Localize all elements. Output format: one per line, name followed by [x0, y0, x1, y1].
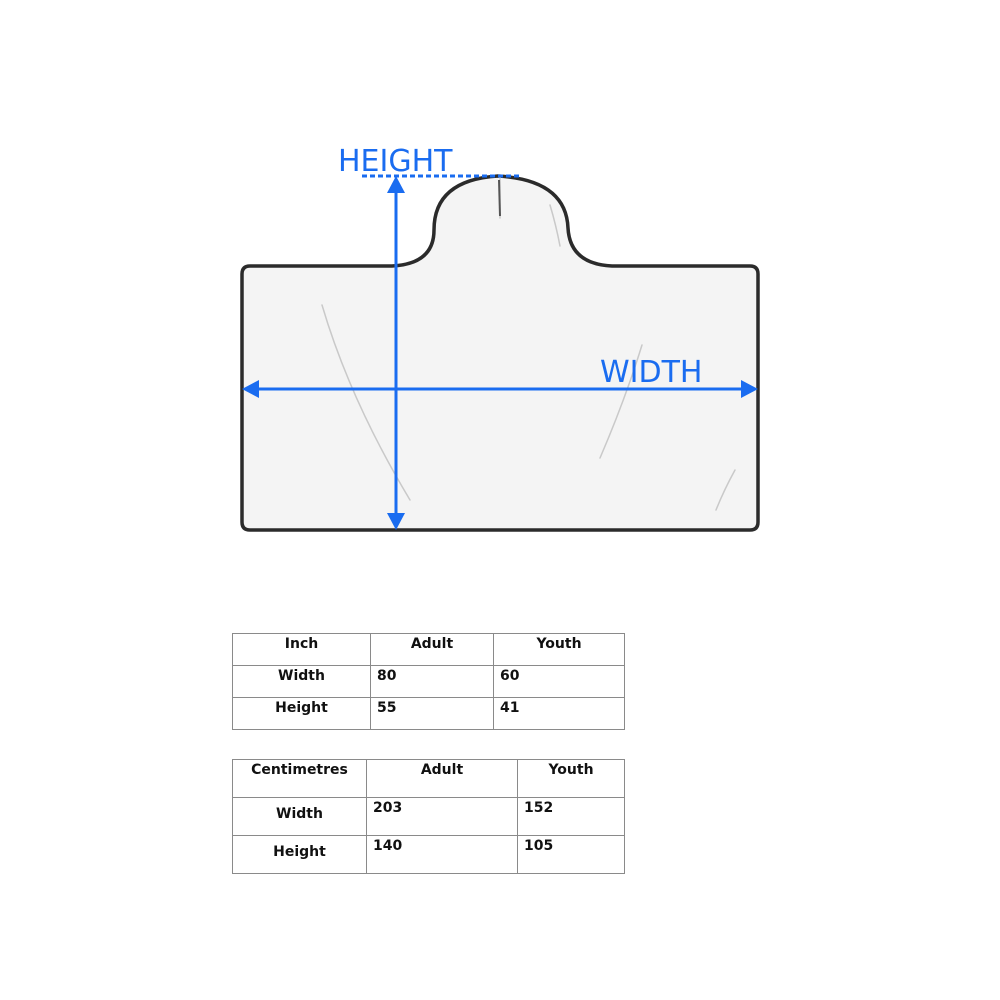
youth-value: 60	[493, 665, 625, 698]
unit-header: Inch	[232, 633, 371, 666]
adult-value: 203	[366, 797, 518, 836]
youth-value: 105	[517, 835, 625, 874]
unit-header: Centimetres	[232, 759, 367, 798]
adult-value: 140	[366, 835, 518, 874]
hood-seam	[498, 179, 501, 217]
adult-header: Adult	[366, 759, 518, 798]
height-arrow	[387, 176, 405, 530]
row-label: Height	[232, 697, 371, 730]
table-row: Height 55 41	[232, 697, 625, 730]
adult-value: 55	[370, 697, 494, 730]
cm-size-table: Centimetres Adult Youth Width 203 152 He…	[232, 759, 625, 874]
youth-value: 152	[517, 797, 625, 836]
width-label: WIDTH	[600, 355, 703, 390]
row-label: Height	[232, 835, 367, 874]
youth-value: 41	[493, 697, 625, 730]
height-label: HEIGHT	[338, 144, 453, 179]
blanket-outline	[240, 174, 760, 532]
adult-value: 80	[370, 665, 494, 698]
row-label: Width	[232, 665, 371, 698]
hooded-blanket-diagram: HEIGHT WIDTH	[240, 144, 760, 532]
row-label: Width	[232, 797, 367, 836]
table-row: Height 140 105	[232, 835, 625, 874]
inch-size-table: Inch Adult Youth Width 80 60 Height 55 4…	[232, 633, 625, 730]
table-header-row: Inch Adult Youth	[232, 633, 625, 666]
youth-header: Youth	[493, 633, 625, 666]
youth-header: Youth	[517, 759, 625, 798]
table-row: Width 80 60	[232, 665, 625, 698]
table-header-row: Centimetres Adult Youth	[232, 759, 625, 798]
width-arrow	[242, 380, 758, 398]
table-row: Width 203 152	[232, 797, 625, 836]
adult-header: Adult	[370, 633, 494, 666]
